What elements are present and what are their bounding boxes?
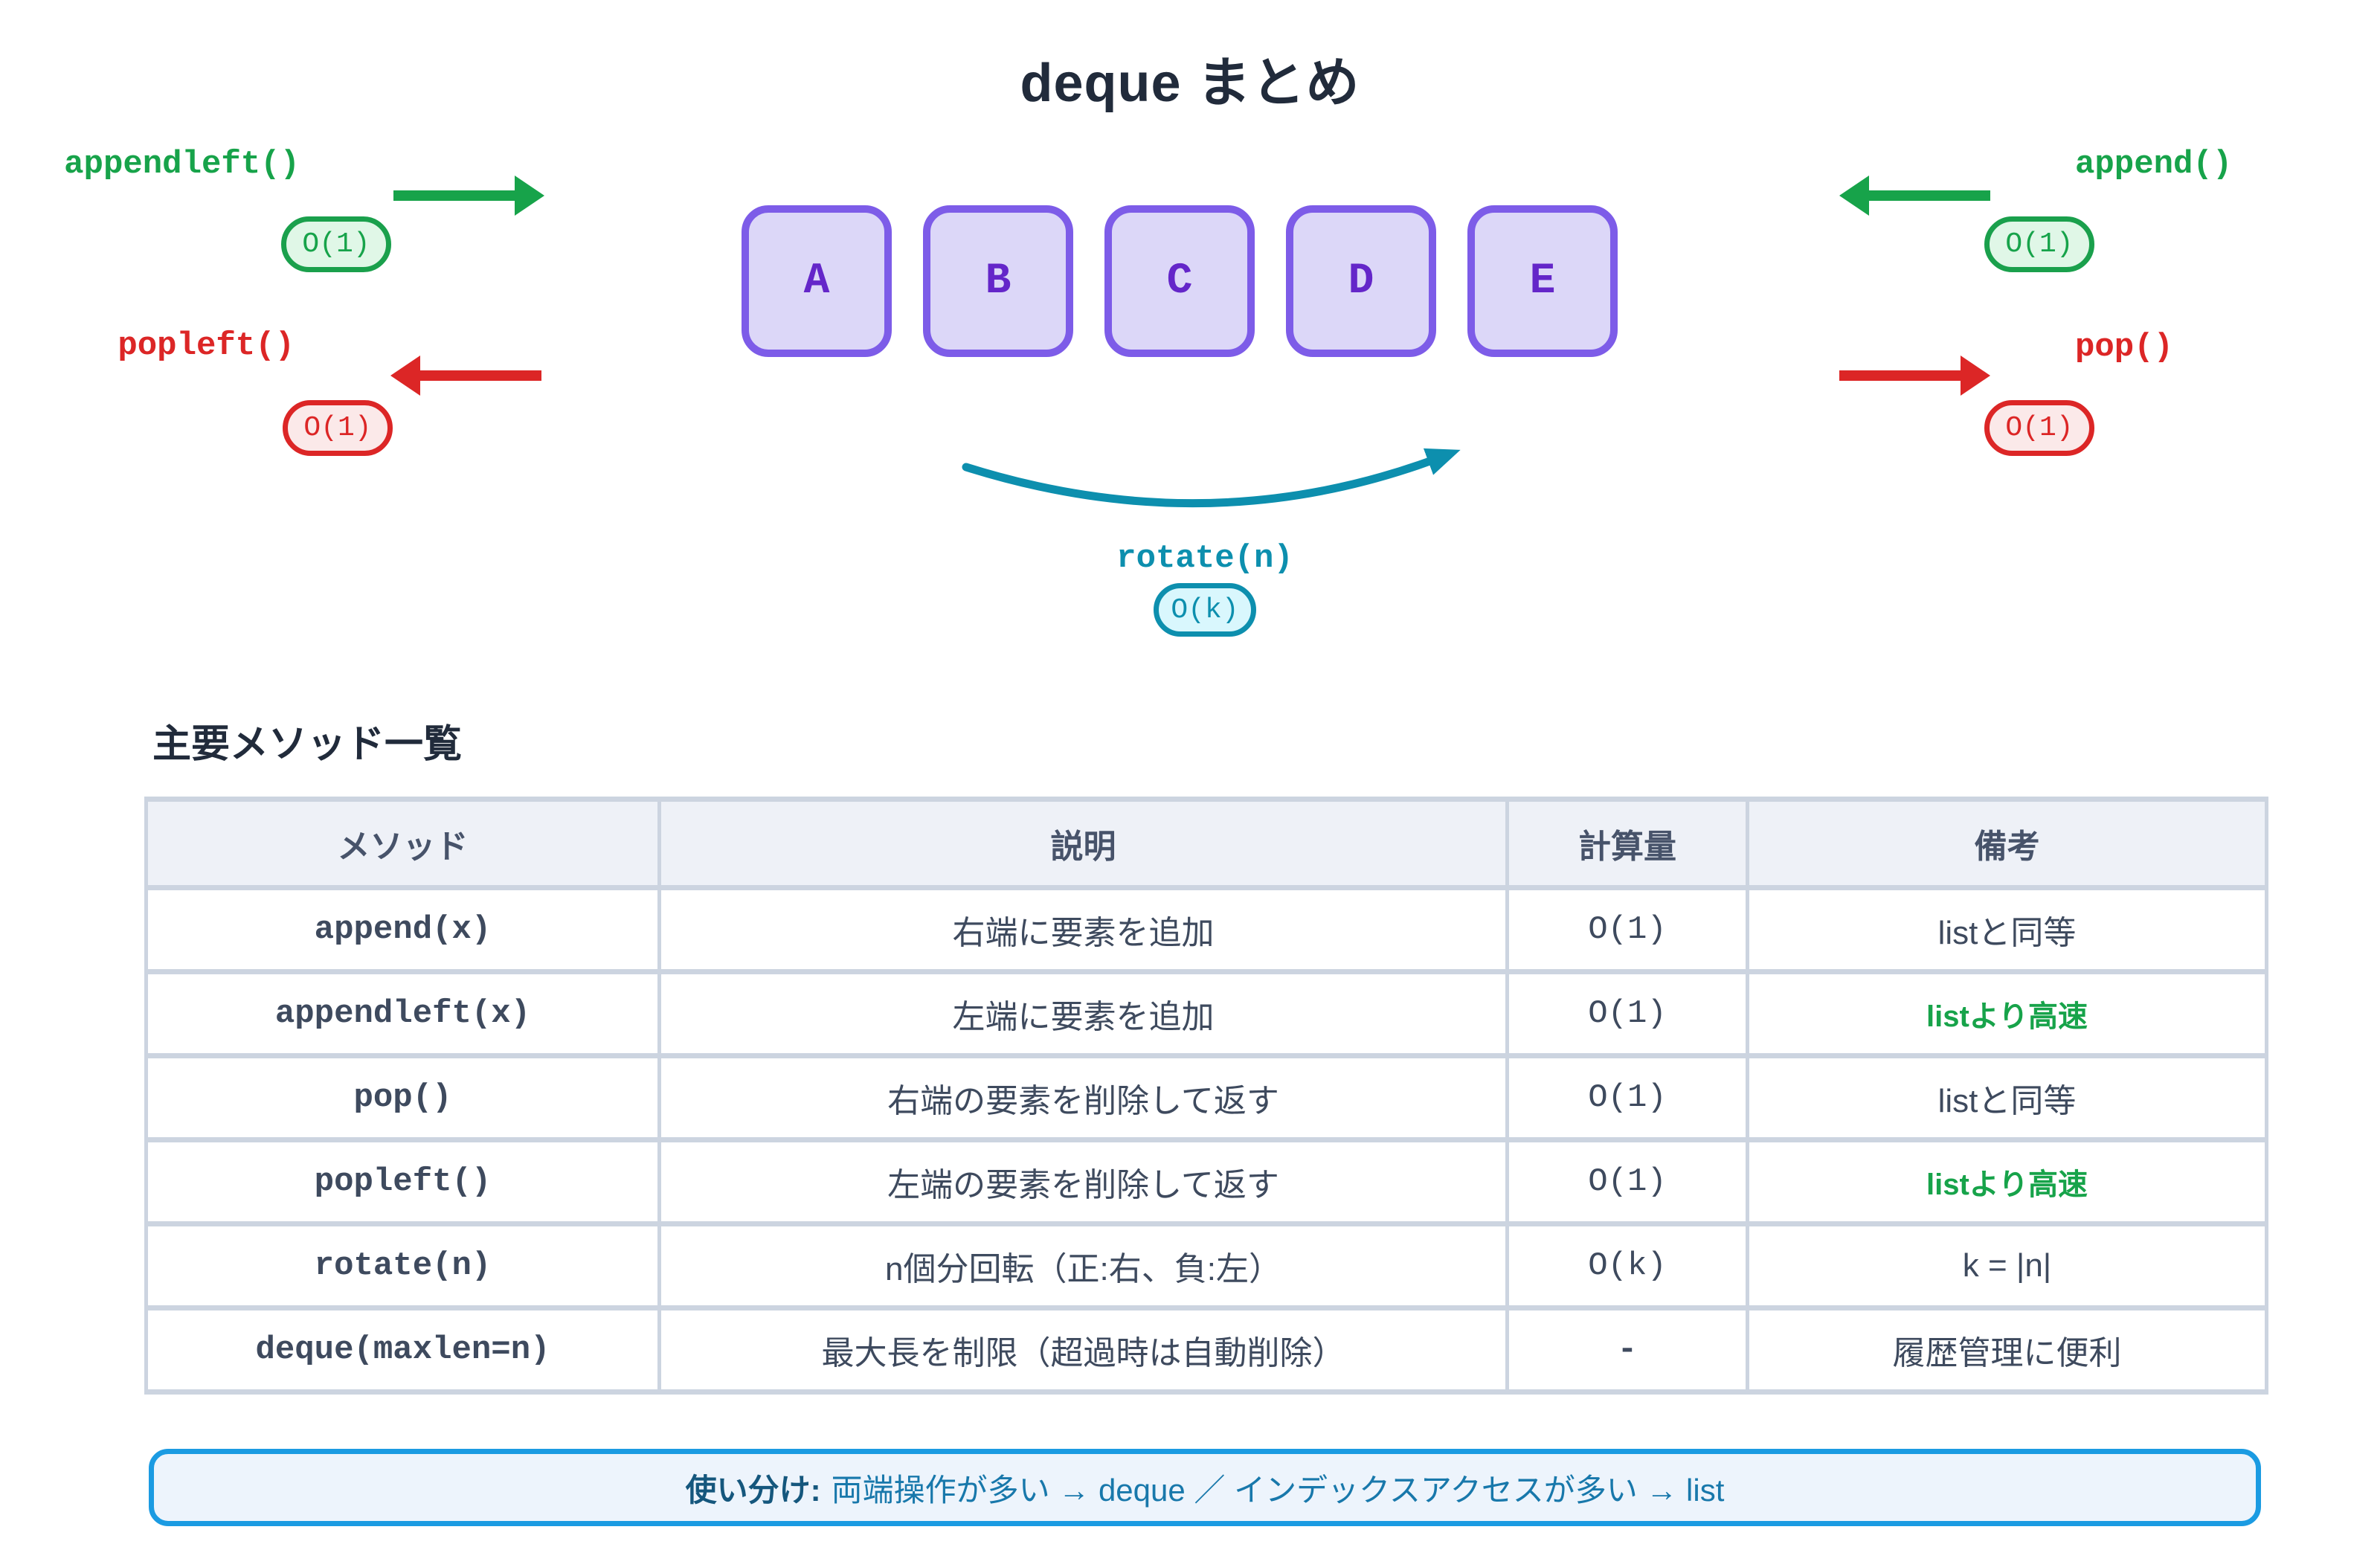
deque-cell-b: B: [923, 205, 1073, 357]
rotate-complexity-badge: O(k): [1154, 583, 1256, 637]
popleft-arrow-left-icon: [390, 356, 541, 396]
append-arrow-left-icon: [1839, 176, 1990, 216]
description-cell: n個分回転（正:右、負:左）: [657, 1221, 1509, 1310]
column-header-method: メソッド: [144, 797, 661, 890]
methods-table: メソッド 説明 計算量 備考 append(x) 右端に要素を追加 O(1) l…: [144, 797, 2268, 1395]
description-cell: 右端の要素を削除して返す: [657, 1053, 1509, 1142]
description-cell: 左端に要素を追加: [657, 969, 1509, 1058]
method-cell: deque(maxlen=n): [144, 1305, 661, 1395]
method-cell: appendleft(x): [144, 969, 661, 1058]
complexity-cell: -: [1505, 1305, 1749, 1395]
methods-section-heading: 主要メソッド一覧: [152, 723, 463, 766]
arrow-head: [1961, 356, 1990, 396]
note-cell: listより高速: [1746, 1137, 2268, 1226]
appendleft-label: appendleft(): [64, 146, 300, 183]
table-row-append: append(x) 右端に要素を追加 O(1) listと同等: [144, 885, 2268, 974]
table-row-rotate: rotate(n) n個分回転（正:右、負:左） O(k) k = |n|: [144, 1221, 2268, 1310]
usage-guideline-callout: 使い分け: 両端操作が多い → deque ／ インデックスアクセスが多い → …: [149, 1449, 2261, 1526]
usage-guideline-label: 使い分け:: [685, 1472, 821, 1508]
method-cell: pop(): [144, 1053, 661, 1142]
column-header-description: 説明: [657, 797, 1509, 890]
arrow-shaft: [393, 190, 515, 201]
rotate-curve-arrow-icon: [962, 448, 1461, 508]
note-cell: k = |n|: [1746, 1221, 2268, 1310]
method-cell: rotate(n): [144, 1221, 661, 1310]
deque-cell-a: A: [742, 205, 892, 357]
deque-cells: A B C D E: [742, 205, 1618, 357]
arrow-shaft: [1839, 370, 1961, 381]
method-cell: append(x): [144, 885, 661, 974]
arrow-head: [390, 356, 420, 396]
arrow-shaft: [1869, 190, 1990, 201]
append-label: append(): [2075, 146, 2233, 183]
table-row-appendleft: appendleft(x) 左端に要素を追加 O(1) listより高速: [144, 969, 2268, 1058]
complexity-cell: O(1): [1505, 1053, 1749, 1142]
rotate-label: rotate(n): [1116, 540, 1293, 577]
arrow-head: [515, 176, 544, 216]
complexity-cell: O(k): [1505, 1221, 1749, 1310]
arrow-head: [1839, 176, 1869, 216]
pop-arrow-right-icon: [1839, 356, 1990, 396]
description-cell: 右端に要素を追加: [657, 885, 1509, 974]
table-row-pop: pop() 右端の要素を削除して返す O(1) listと同等: [144, 1053, 2268, 1142]
note-cell: listと同等: [1746, 1053, 2268, 1142]
appendleft-arrow-right-icon: [393, 176, 544, 216]
complexity-cell: O(1): [1505, 1137, 1749, 1226]
popleft-label: popleft(): [118, 327, 295, 364]
page-title: deque まとめ: [1020, 54, 1360, 113]
complexity-cell: O(1): [1505, 885, 1749, 974]
column-header-note: 備考: [1746, 797, 2268, 890]
deque-cell-d: D: [1286, 205, 1436, 357]
note-cell: listより高速: [1746, 969, 2268, 1058]
description-cell: 最大長を制限（超過時は自動削除）: [657, 1305, 1509, 1395]
method-cell: popleft(): [144, 1137, 661, 1226]
append-complexity-badge: O(1): [1984, 216, 2094, 272]
table-row-popleft: popleft() 左端の要素を削除して返す O(1) listより高速: [144, 1137, 2268, 1226]
table-header-row: メソッド 説明 計算量 備考: [144, 797, 2268, 890]
description-cell: 左端の要素を削除して返す: [657, 1137, 1509, 1226]
column-header-complexity: 計算量: [1505, 797, 1749, 890]
note-cell: listと同等: [1746, 885, 2268, 974]
appendleft-complexity-badge: O(1): [281, 216, 391, 272]
popleft-complexity-badge: O(1): [283, 400, 393, 456]
table-row-deque-maxlen: deque(maxlen=n) 最大長を制限（超過時は自動削除） - 履歴管理に…: [144, 1305, 2268, 1395]
usage-guideline-text: 両端操作が多い → deque ／ インデックスアクセスが多い → list: [831, 1472, 1725, 1508]
pop-label: pop(): [2075, 329, 2174, 366]
complexity-cell: O(1): [1505, 969, 1749, 1058]
arrow-shaft: [420, 370, 541, 381]
pop-complexity-badge: O(1): [1984, 400, 2094, 456]
deque-cell-e: E: [1467, 205, 1618, 357]
note-cell: 履歴管理に便利: [1746, 1305, 2268, 1395]
deque-cell-c: C: [1104, 205, 1255, 357]
